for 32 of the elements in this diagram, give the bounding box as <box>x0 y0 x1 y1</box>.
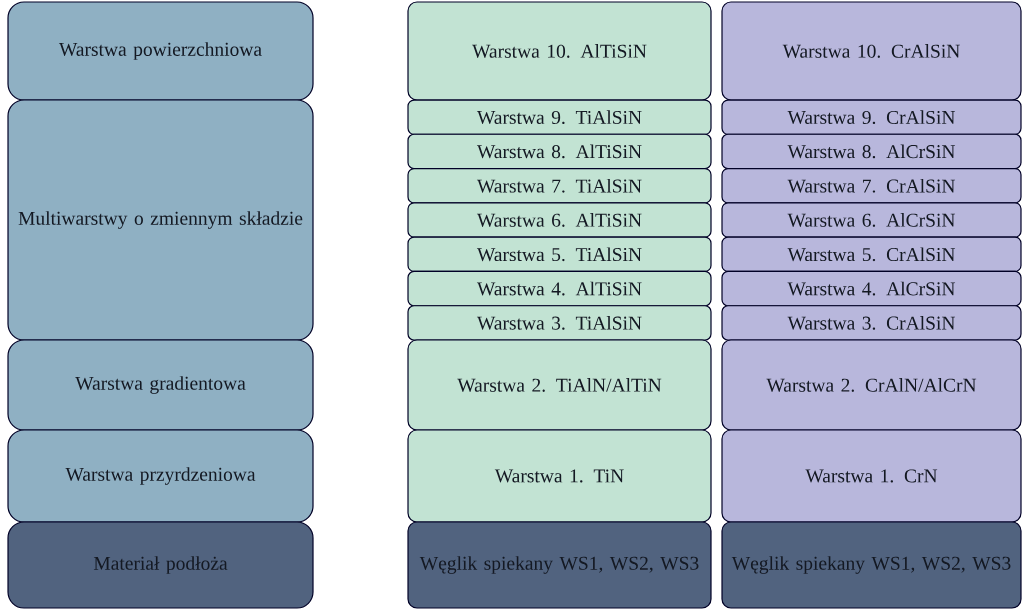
layer-box: Węglik spiekany WS1, WS2, WS3 <box>407 521 712 609</box>
layer-box: Warstwa 3. CrAlSiN <box>721 305 1022 341</box>
layer-box: Warstwa gradientowa <box>7 339 314 431</box>
layer-box: Warstwa 3. TiAlSiN <box>407 305 712 341</box>
layer-box: Warstwa 4. AlTiSiN <box>407 270 712 307</box>
layer-box: Warstwa 5. TiAlSiN <box>407 236 712 273</box>
layer-box: Warstwa 7. TiAlSiN <box>407 168 712 204</box>
layer-box: Warstwa 10. AlTiSiN <box>407 1 712 101</box>
layer-box: Warstwa 8. AlTiSiN <box>407 133 712 170</box>
layer-box: Multiwarstwy o zmiennym składzie <box>7 99 314 341</box>
layer-box: Węglik spiekany WS1, WS2, WS3 <box>721 521 1022 609</box>
node-label: Warstwa 10. CrAlSiN <box>782 44 960 58</box>
node-label: Warstwa 8. AlCrSiN <box>787 144 956 159</box>
layer-box: Warstwa 9. CrAlSiN <box>721 99 1022 135</box>
layer-box: Warstwa 10. CrAlSiN <box>721 1 1022 101</box>
layer-box: Warstwa 2. CrAlN/AlCrN <box>721 339 1022 431</box>
layer-box: Warstwa przyrdzeniowa <box>7 429 314 523</box>
layer-box: Warstwa 8. AlCrSiN <box>721 133 1022 170</box>
node-label: Warstwa 4. AlCrSiN <box>787 281 956 296</box>
layer-box: Warstwa 6. AlTiSiN <box>407 202 712 238</box>
layer-box: Materiał podłoża <box>7 521 314 609</box>
layer-box: Warstwa 7. CrAlSiN <box>721 168 1022 204</box>
node-label: Warstwa 7. CrAlSiN <box>787 178 956 193</box>
layer-box: Warstwa powierzchniowa <box>7 1 314 101</box>
layer-box: Warstwa 5. CrAlSiN <box>721 236 1022 273</box>
layer-box: Warstwa 2. TiAlN/AlTiN <box>407 339 712 431</box>
node-label: Warstwa 2. CrAlN/AlCrN <box>766 378 977 392</box>
layer-box: Warstwa 4. AlCrSiN <box>721 270 1022 307</box>
layer-box: Warstwa 1. TiN <box>407 429 712 523</box>
layer-box: Warstwa 9. TiAlSiN <box>407 99 712 135</box>
layer-box: Warstwa 1. CrN <box>721 429 1022 523</box>
layer-box: Warstwa 6. AlCrSiN <box>721 202 1022 238</box>
